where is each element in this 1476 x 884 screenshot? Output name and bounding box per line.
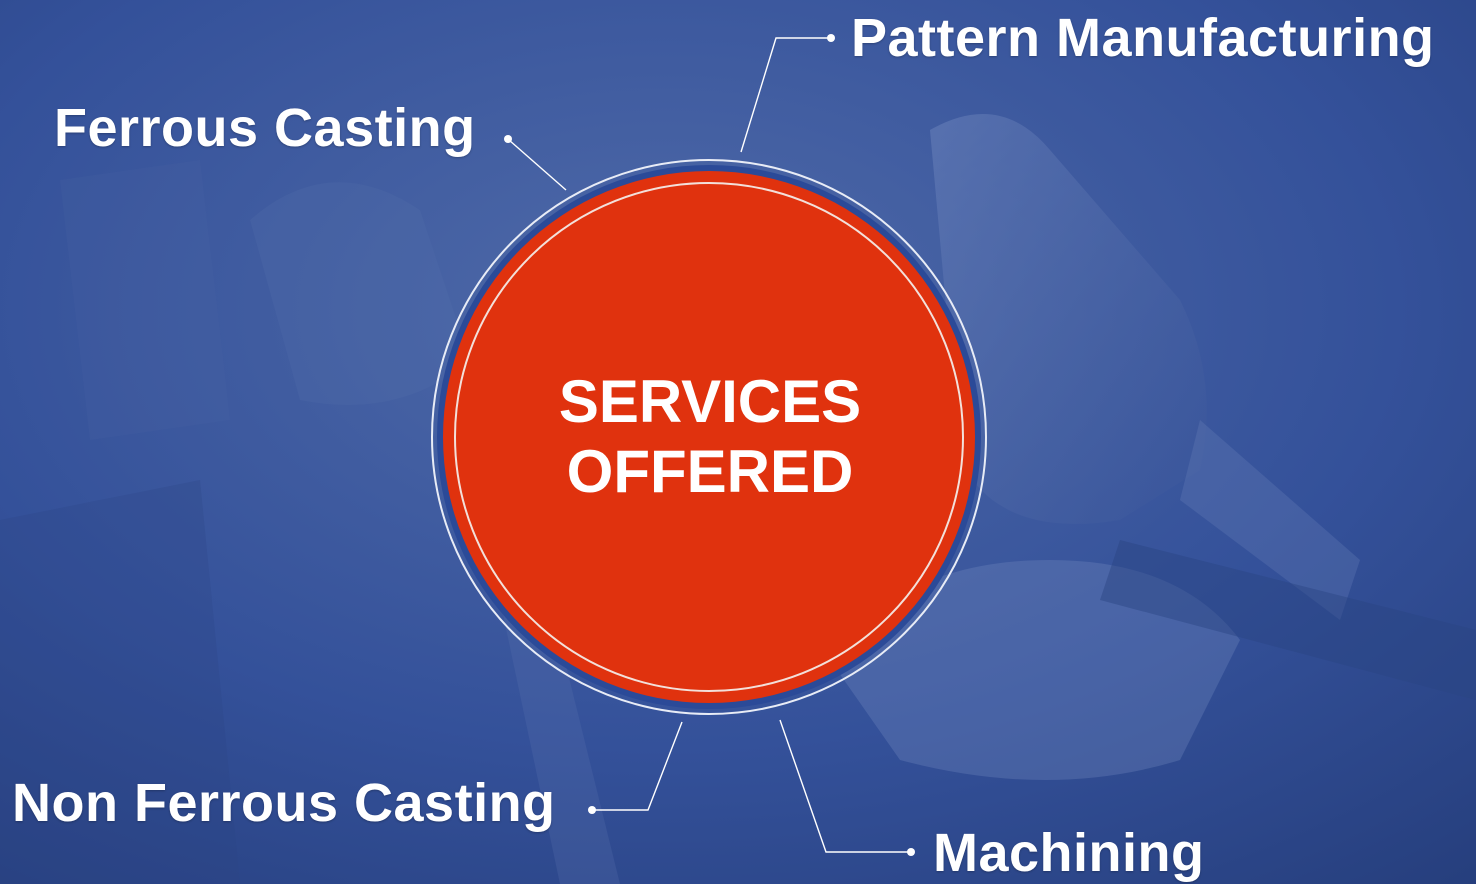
connector-machining bbox=[779, 719, 908, 853]
center-circle bbox=[443, 171, 975, 703]
connector-pattern bbox=[740, 37, 828, 153]
dot-nonferrous bbox=[588, 806, 596, 814]
center-title-line1: SERVICES bbox=[558, 368, 862, 435]
center-title: SERVICES OFFERED bbox=[470, 367, 950, 507]
service-label-ferrous-casting: Ferrous Casting bbox=[54, 98, 476, 158]
center-title-line2: OFFERED bbox=[566, 438, 854, 505]
service-label-non-ferrous-casting: Non Ferrous Casting bbox=[12, 773, 556, 833]
dot-machining bbox=[907, 848, 915, 856]
connector-ferrous bbox=[508, 139, 567, 191]
service-label-machining: Machining bbox=[933, 823, 1205, 883]
service-label-pattern-manufacturing: Pattern Manufacturing bbox=[851, 8, 1435, 68]
outer-ring bbox=[431, 159, 987, 715]
dot-pattern bbox=[827, 34, 835, 42]
dot-ferrous bbox=[504, 135, 512, 143]
inner-ring bbox=[454, 182, 964, 692]
connector-nonferrous bbox=[593, 721, 683, 811]
